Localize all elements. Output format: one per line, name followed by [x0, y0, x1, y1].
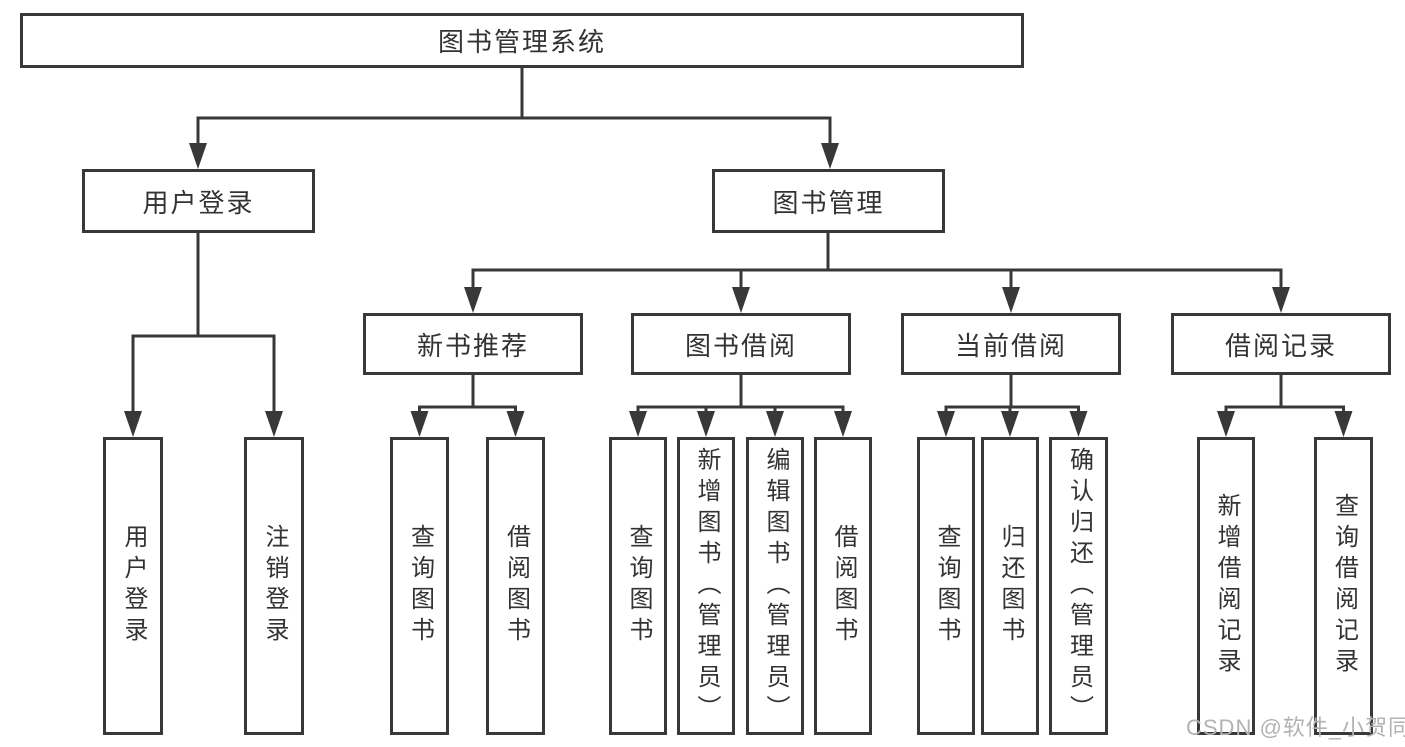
node-book-borrowing-label: 图书借阅: [684, 330, 797, 361]
arrowhead-icon: [629, 411, 647, 437]
leaf-query-book-borrow-label: 查询图书: [625, 524, 652, 648]
arrowhead-icon: [834, 411, 852, 437]
node-user-login-label: 用户登录: [142, 187, 255, 218]
node-new-book-recommend: 新书推荐: [363, 313, 583, 375]
arrowhead-icon: [766, 411, 784, 437]
leaf-query-book-borrow: 查询图书: [609, 437, 667, 735]
arrowhead-icon: [1217, 411, 1235, 437]
node-current-borrowing-label: 当前借阅: [954, 330, 1067, 361]
node-root-system-label: 图书管理系统: [437, 27, 606, 57]
leaf-query-book-current: 查询图书: [917, 437, 975, 735]
leaf-confirm-return-admin-label: 确认归还（管理员）: [1065, 446, 1093, 726]
arrowhead-icon: [1069, 411, 1088, 437]
node-borrowing-records: 借阅记录: [1171, 313, 1391, 375]
leaf-add-borrow-record: 新增借阅记录: [1197, 437, 1255, 735]
arrowhead-icon: [124, 411, 142, 437]
node-book-borrowing: 图书借阅: [631, 313, 851, 375]
arrowhead-icon: [464, 287, 482, 313]
arrowhead-icon: [697, 411, 715, 437]
arrowhead-icon: [1334, 411, 1353, 437]
leaf-query-borrow-record-label: 查询借阅记录: [1330, 493, 1358, 679]
leaf-logout-label: 注销登录: [261, 524, 288, 648]
leaf-query-book-recommend-label: 查询图书: [406, 524, 434, 648]
node-book-management: 图书管理: [712, 169, 945, 233]
leaf-return-book-label: 归还图书: [997, 524, 1024, 648]
leaf-return-book: 归还图书: [981, 437, 1039, 735]
leaf-edit-book-admin: 编辑图书（管理员）: [746, 437, 804, 735]
arrowhead-icon: [732, 287, 750, 313]
leaf-query-book-recommend: 查询图书: [390, 437, 449, 735]
node-new-book-recommend-label: 新书推荐: [416, 330, 529, 361]
arrowhead-icon: [821, 143, 839, 169]
leaf-query-borrow-record: 查询借阅记录: [1314, 437, 1373, 735]
arrowhead-icon: [265, 411, 283, 437]
leaf-edit-book-admin-label: 编辑图书（管理员）: [762, 446, 789, 726]
arrowhead-icon: [1001, 411, 1019, 437]
leaf-borrow-book-recommend-label: 借阅图书: [502, 524, 530, 648]
arrowhead-icon: [1272, 287, 1290, 313]
arrowhead-icon: [506, 411, 525, 437]
node-borrowing-records-label: 借阅记录: [1224, 330, 1337, 361]
leaf-borrow-book: 借阅图书: [814, 437, 872, 735]
arrowhead-icon: [410, 411, 429, 437]
node-current-borrowing: 当前借阅: [901, 313, 1121, 375]
leaf-query-book-current-label: 查询图书: [933, 524, 960, 648]
leaf-borrow-book-label: 借阅图书: [830, 524, 857, 648]
leaf-confirm-return-admin: 确认归还（管理员）: [1049, 437, 1108, 735]
arrowhead-icon: [1002, 287, 1020, 313]
leaf-logout: 注销登录: [244, 437, 304, 735]
arrowhead-icon: [189, 143, 207, 169]
arrowhead-icon: [937, 411, 955, 437]
leaf-user-login: 用户登录: [103, 437, 163, 735]
leaf-add-borrow-record-label: 新增借阅记录: [1213, 493, 1240, 679]
node-root-system: 图书管理系统: [20, 13, 1024, 68]
leaf-user-login-label: 用户登录: [120, 524, 147, 648]
leaf-borrow-book-recommend: 借阅图书: [486, 437, 545, 735]
csdn-watermark: CSDN @软件_小贺同学: [1186, 715, 1405, 740]
leaf-add-book-admin-label: 新增图书（管理员）: [693, 446, 720, 726]
leaf-add-book-admin: 新增图书（管理员）: [677, 437, 735, 735]
node-book-management-label: 图书管理: [772, 187, 885, 218]
node-user-login: 用户登录: [82, 169, 315, 233]
